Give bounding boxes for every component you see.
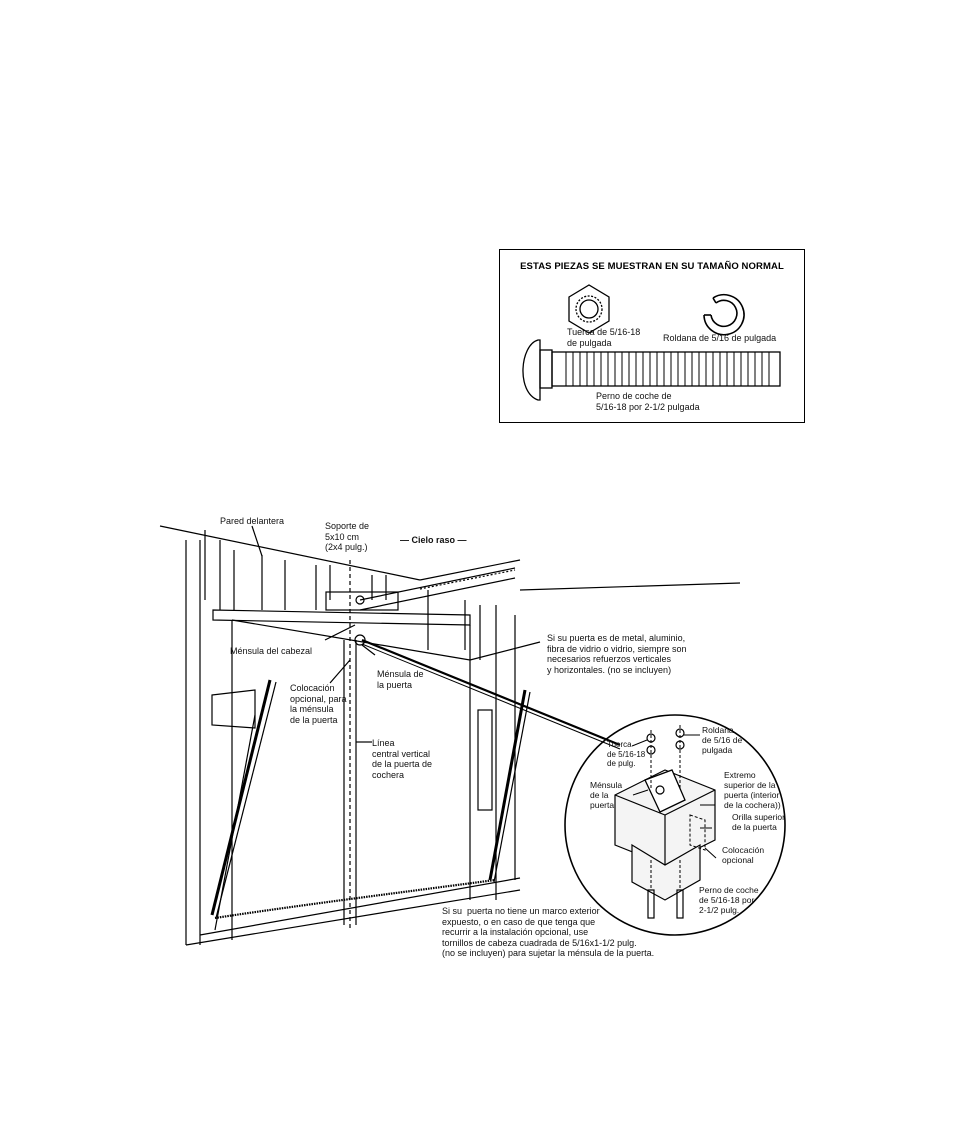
detail-top-edge-label: Orilla superior de la puerta (732, 812, 785, 832)
metal-door-note: Si su puerta es de metal, aluminio, fibr… (547, 633, 687, 675)
center-line-label: Línea central vertical de la puerta de c… (372, 738, 433, 780)
detail-washer-label: Roldana de 5/16 de pulgada (702, 725, 743, 755)
no-frame-note: Si su puerta no tiene un marco exterior … (442, 906, 655, 958)
bolt-label: Perno de coche de 5/16-18 por 2-1/2 pulg… (596, 391, 700, 412)
door-bracket-label: Ménsula de la puerta (377, 669, 424, 690)
header-bracket-label: Ménsula del cabezal (230, 646, 313, 656)
actual-size-parts-box: ESTAS PIEZAS SE MUESTRAN EN SU TAMAÑO NO… (499, 249, 805, 423)
garage-diagram (159, 525, 741, 946)
ceiling-label: — Cielo raso — (400, 535, 467, 545)
hex-nut-icon (568, 284, 610, 334)
optional-placement-label: Colocación opcional, para la ménsula de … (290, 683, 347, 725)
front-wall-label: Pared delantera (220, 516, 285, 526)
parts-box-title: ESTAS PIEZAS SE MUESTRAN EN SU TAMAÑO NO… (520, 261, 784, 272)
nut-label: Tuerca de 5/16-18 de pulgada (567, 327, 641, 348)
washer-label: Roldana de 5/16 de pulgada (663, 333, 777, 343)
detail-bolt-label: Perno de coche de 5/16-18 por 2-1/2 pulg… (699, 885, 759, 915)
detail-top-end-label: Extremo superior de la puerta (interior … (724, 770, 781, 810)
lock-washer-icon (703, 293, 745, 336)
detail-nut-label: Tuerca de 5/16-18 de pulg. (607, 740, 646, 768)
support-label: Soporte de 5x10 cm (2x4 pulg.) (325, 521, 370, 552)
carriage-bolt-icon (522, 339, 781, 401)
detail-optional-label: Colocación opcional (722, 845, 765, 865)
detail-door-bracket-label: Ménsula de la puerta (590, 780, 623, 810)
detail-circle (564, 714, 786, 936)
